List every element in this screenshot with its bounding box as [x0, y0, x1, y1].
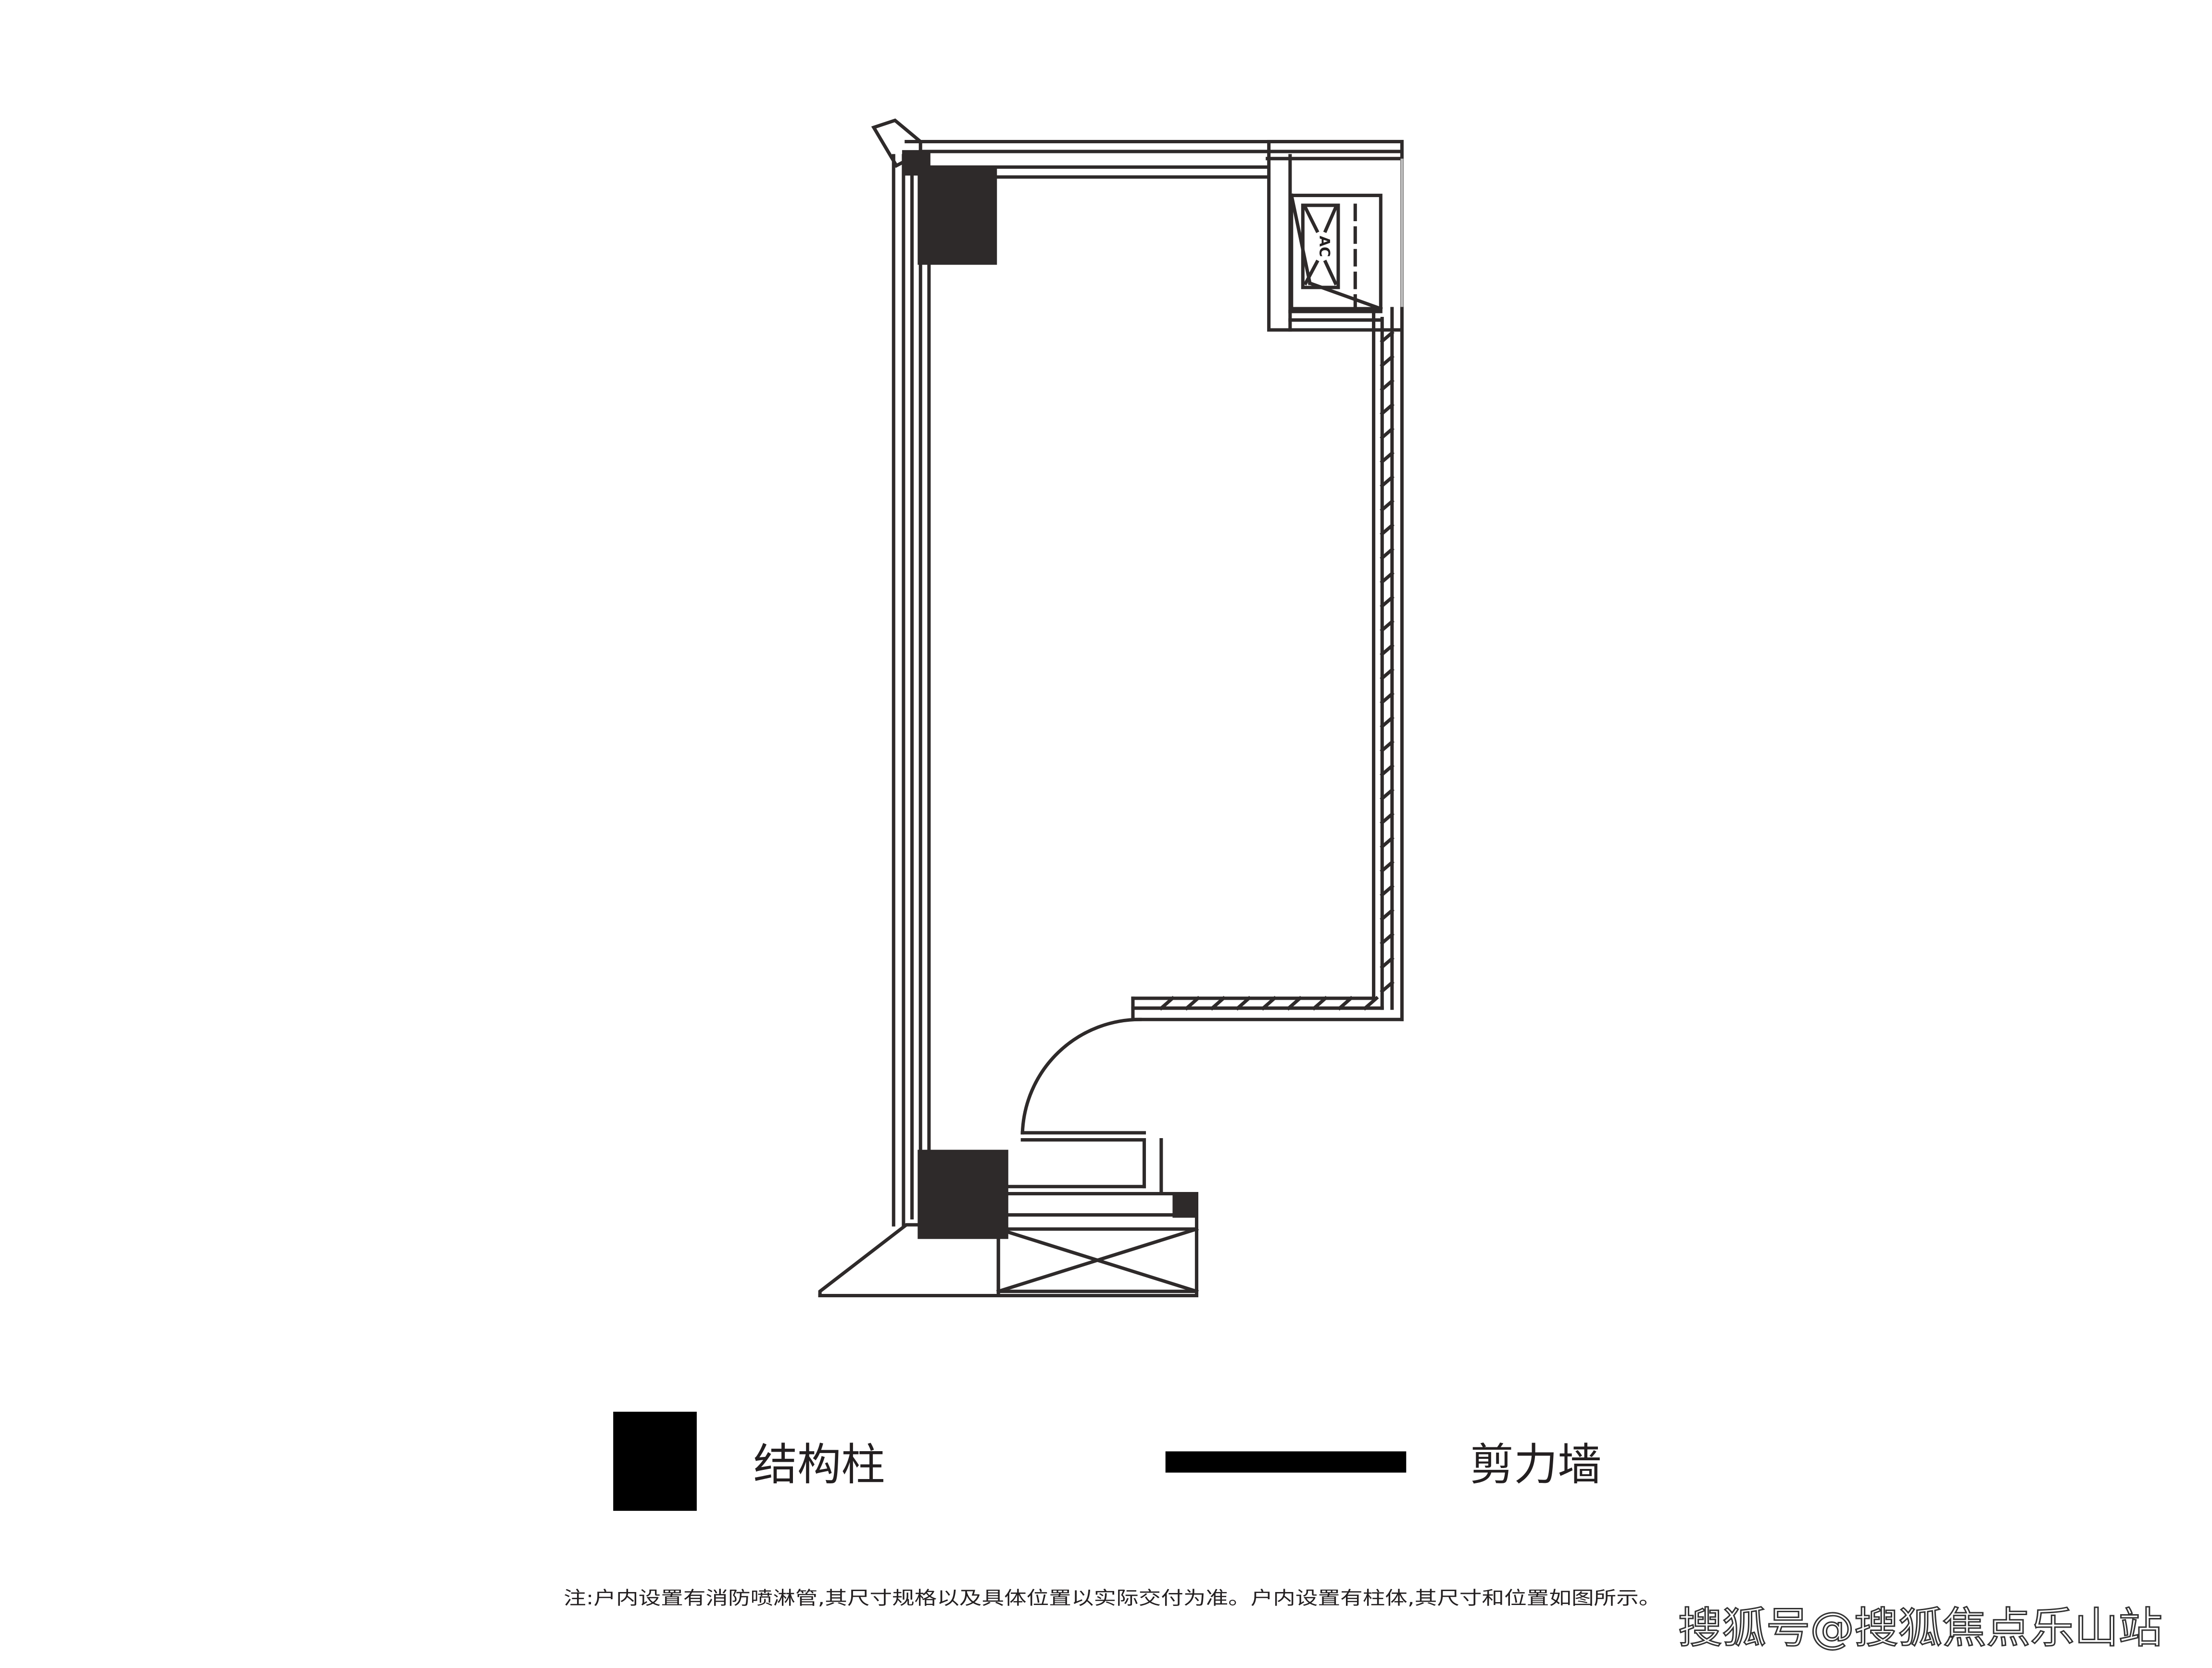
- wall-hatch: [1380, 667, 1395, 681]
- wall-hatch: [1380, 547, 1395, 561]
- wall-hatch: [1235, 996, 1252, 1011]
- wall-hatch: [1380, 354, 1395, 368]
- wall-hatch: [1380, 860, 1395, 874]
- wall-hatch: [1380, 426, 1395, 440]
- wall-hatch: [1380, 571, 1395, 585]
- column-corner-small: [902, 150, 930, 176]
- wall-hatch: [1380, 499, 1395, 513]
- footnote: 注:户内设置有消防喷淋管,其尺寸规格以及具体位置以实际交付为准。户内设置有柱体,…: [564, 1587, 1661, 1609]
- legend-column-swatch: [613, 1411, 697, 1511]
- ac-niche: AC: [1267, 139, 1404, 332]
- wall-hatch: [1380, 691, 1395, 705]
- bottom-shear-wall: [1131, 996, 1404, 1021]
- wall-hatch: [1380, 595, 1395, 609]
- wall-hatch: [1380, 715, 1395, 729]
- wall-hatch: [1380, 836, 1395, 849]
- wall-hatch: [1337, 996, 1354, 1011]
- legend-shear-wall-swatch: [1165, 1451, 1407, 1473]
- wall-hatch: [1362, 996, 1379, 1011]
- right-shear-wall: [1372, 307, 1404, 1021]
- wall-hatch: [1286, 996, 1303, 1011]
- wall-hatch: [1380, 643, 1395, 657]
- wall-hatch: [1380, 956, 1395, 970]
- wall-hatch: [1311, 996, 1328, 1011]
- left-wall: [892, 154, 931, 1227]
- watermark: 搜狐号@搜狐焦点乐山站: [1678, 1603, 2162, 1653]
- legend-column-label: 结构柱: [754, 1439, 885, 1490]
- wall-hatch: [1380, 812, 1395, 825]
- wall-hatch: [1158, 996, 1175, 1011]
- wall-hatch: [1380, 330, 1395, 344]
- wall-hatch: [1380, 908, 1395, 922]
- wall-hatch: [1380, 475, 1395, 489]
- ac-label: AC: [1317, 236, 1333, 257]
- wall-hatch: [1184, 996, 1201, 1011]
- entrance-structure: [818, 1138, 1199, 1298]
- corner-window-detail: [871, 118, 922, 168]
- wall-hatch: [1380, 402, 1395, 416]
- structural-column-top: [917, 167, 997, 265]
- legend: 结构柱 剪力墙: [613, 1411, 1602, 1511]
- wall-hatch: [1380, 619, 1395, 633]
- entry-door: [1020, 1017, 1146, 1142]
- legend-shear-wall-label: 剪力墙: [1470, 1439, 1602, 1490]
- wall-hatch: [1380, 980, 1395, 994]
- wall-hatch: [1380, 788, 1395, 801]
- wall-hatch: [1380, 523, 1395, 537]
- wall-hatch: [1380, 378, 1395, 392]
- wall-hatch: [1380, 451, 1395, 464]
- wall-hatch: [1260, 996, 1277, 1011]
- wall-hatch: [1380, 764, 1395, 777]
- wall-hatch: [1209, 996, 1226, 1011]
- wall-hatch: [1380, 884, 1395, 898]
- wall-hatch: [1380, 740, 1395, 753]
- wall-hatch: [1380, 932, 1395, 946]
